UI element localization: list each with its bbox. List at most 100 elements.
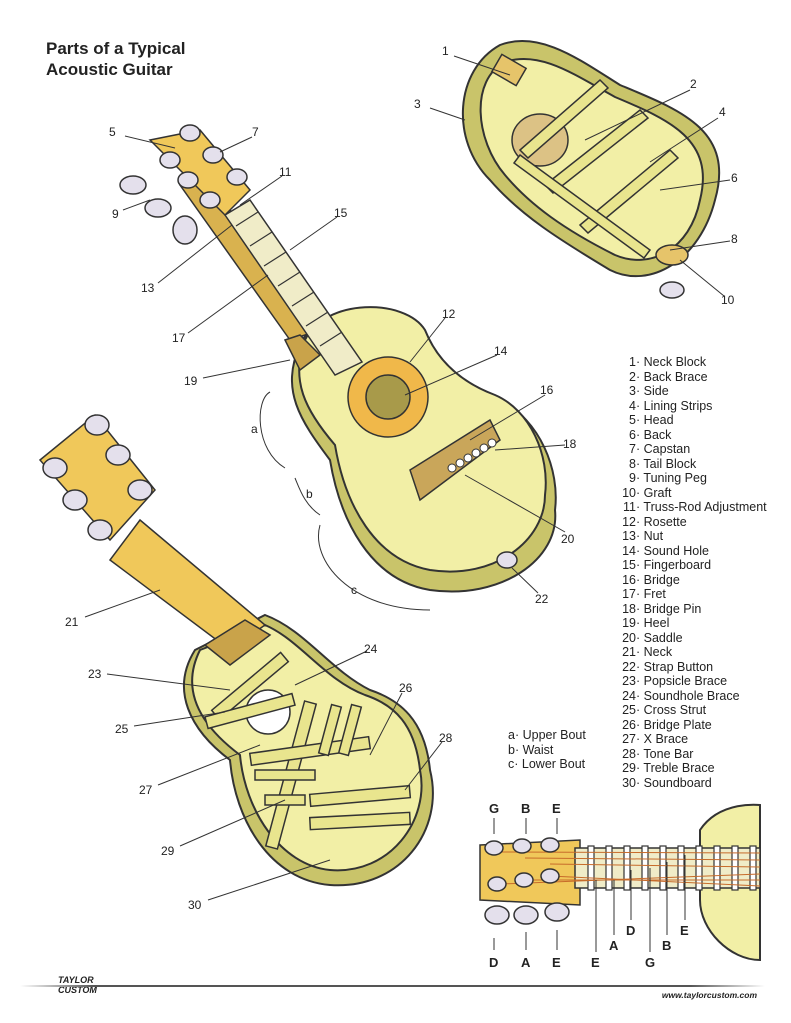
callout-25: 25 <box>115 722 129 736</box>
string-label-head-top-G: G <box>489 801 499 816</box>
legend-label: Capstan <box>643 442 691 456</box>
string-label-head-top-B: B <box>521 801 530 816</box>
callout-20: 20 <box>561 532 575 546</box>
legend-item: 20· Saddle <box>612 631 767 646</box>
string-label-fret-G: G <box>645 955 655 970</box>
legend-item: 5· Head <box>612 413 767 428</box>
legend-label: Fret <box>643 587 666 601</box>
legend-item: 11· Truss-Rod Adjustment <box>612 500 767 515</box>
callout-26: 26 <box>399 681 413 695</box>
legend-num: 3 <box>629 384 636 398</box>
legend-num: 8 <box>629 456 636 471</box>
guitar-back-view <box>461 40 721 299</box>
string-label-fret-E-high: E <box>680 923 689 938</box>
callout-2: 2 <box>690 77 697 91</box>
bout-letter: a <box>508 728 515 742</box>
legend-item: 12· Rosette <box>612 515 767 530</box>
legend-num: 21 <box>622 645 636 659</box>
callout-30: 30 <box>188 898 202 912</box>
legend-item: 23· Popsicle Brace <box>612 674 767 689</box>
bout-item: c· Lower Bout <box>508 757 586 771</box>
legend-item: 9· Tuning Peg <box>612 471 767 486</box>
legend-label: Neck <box>643 645 673 659</box>
legend-label: Soundhole Brace <box>643 688 740 703</box>
legend-item: 26· Bridge Plate <box>612 718 767 733</box>
legend-item: 10· Graft <box>612 486 767 501</box>
callout-c: c <box>351 583 357 597</box>
callout-27: 27 <box>139 783 153 797</box>
bout-item: b· Waist <box>508 742 554 757</box>
legend-item: 29· Treble Brace <box>612 761 767 776</box>
legend-label: Bridge <box>643 572 680 587</box>
legend-label: Bridge Pin <box>643 601 702 616</box>
legend-item: 3· Side <box>612 384 767 399</box>
legend-item: 2· Back Brace <box>612 370 767 385</box>
legend-num: 9 <box>629 471 636 485</box>
bout-label: Waist <box>522 742 554 757</box>
legend-item: 1· Neck Block <box>612 355 767 370</box>
legend-label: Back Brace <box>643 369 708 384</box>
legend-label: Neck Block <box>643 355 707 369</box>
legend-num: 28 <box>622 746 636 761</box>
bouts-legend: a· Upper Bout b· Waist c· Lower Bout <box>508 728 586 772</box>
legend-num: 13 <box>622 529 636 543</box>
legend-label: Cross Strut <box>643 703 707 717</box>
legend-num: 24 <box>622 688 636 703</box>
legend-num: 6 <box>629 427 636 442</box>
bout-letter: b <box>508 742 515 757</box>
legend-item: 16· Bridge <box>612 573 767 588</box>
legend-num: 5 <box>629 413 636 427</box>
legend-num: 17 <box>622 587 636 601</box>
legend-label: Treble Brace <box>643 761 715 775</box>
legend-label: Truss-Rod Adjustment <box>643 500 767 514</box>
legend-item: 15· Fingerboard <box>612 558 767 573</box>
footer-url: www.taylorcustom.com <box>661 990 757 1000</box>
callout-lines <box>84 55 731 901</box>
callout-10: 10 <box>721 293 735 307</box>
legend-label: Back <box>643 427 672 442</box>
callout-3: 3 <box>414 97 421 111</box>
legend-label: Tail Block <box>643 456 697 471</box>
legend-label: Lining Strips <box>643 398 713 413</box>
legend-label: Strap Button <box>643 659 714 674</box>
callout-12: 12 <box>442 307 456 321</box>
legend-item: 4· Lining Strips <box>612 399 767 414</box>
callout-11: 11 <box>279 165 292 179</box>
legend-num: 10 <box>622 485 636 500</box>
legend-item: 25· Cross Strut <box>612 703 767 718</box>
callout-23: 23 <box>88 667 102 681</box>
legend-item: 24· Soundhole Brace <box>612 689 767 704</box>
legend-num: 1 <box>629 355 636 369</box>
bout-item: a· Upper Bout <box>508 728 586 742</box>
legend-label: Bridge Plate <box>643 717 712 732</box>
legend-label: Head <box>643 413 674 427</box>
bout-letter: c <box>508 757 515 771</box>
string-label-fret-A: A <box>609 938 619 953</box>
title-line-2: Acoustic Guitar <box>46 60 173 79</box>
legend-num: 11 <box>623 500 636 514</box>
callout-b: b <box>306 487 313 501</box>
legend-num: 14 <box>622 543 636 558</box>
callout-24: 24 <box>364 642 378 656</box>
legend-num: 4 <box>629 398 636 413</box>
guitar-bracing-view <box>38 413 434 887</box>
legend-label: Heel <box>643 616 670 630</box>
string-label-head-top-E: E <box>552 801 561 816</box>
guitar-strings-view: G B E D A E E A D G B E <box>479 801 761 970</box>
callout-15: 15 <box>334 206 348 220</box>
legend-num: 20 <box>622 630 636 645</box>
legend-num: 16 <box>622 572 636 587</box>
callout-17: 17 <box>172 331 186 345</box>
string-label-fret-E-low: E <box>591 955 600 970</box>
legend-label: Tuning Peg <box>643 471 707 485</box>
logo-line-1: TAYLOR <box>58 975 94 985</box>
legend-label: Fingerboard <box>643 558 712 572</box>
legend-item: 30· Soundboard <box>612 776 767 791</box>
legend-num: 7 <box>629 442 636 456</box>
legend-item: 19· Heel <box>612 616 767 631</box>
legend-num: 29 <box>622 761 636 775</box>
string-label-head-bottom-E: E <box>552 955 561 970</box>
parts-legend: 1· Neck Block 2· Back Brace 3· Side 4· L… <box>612 355 767 790</box>
legend-item: 28· Tone Bar <box>612 747 767 762</box>
